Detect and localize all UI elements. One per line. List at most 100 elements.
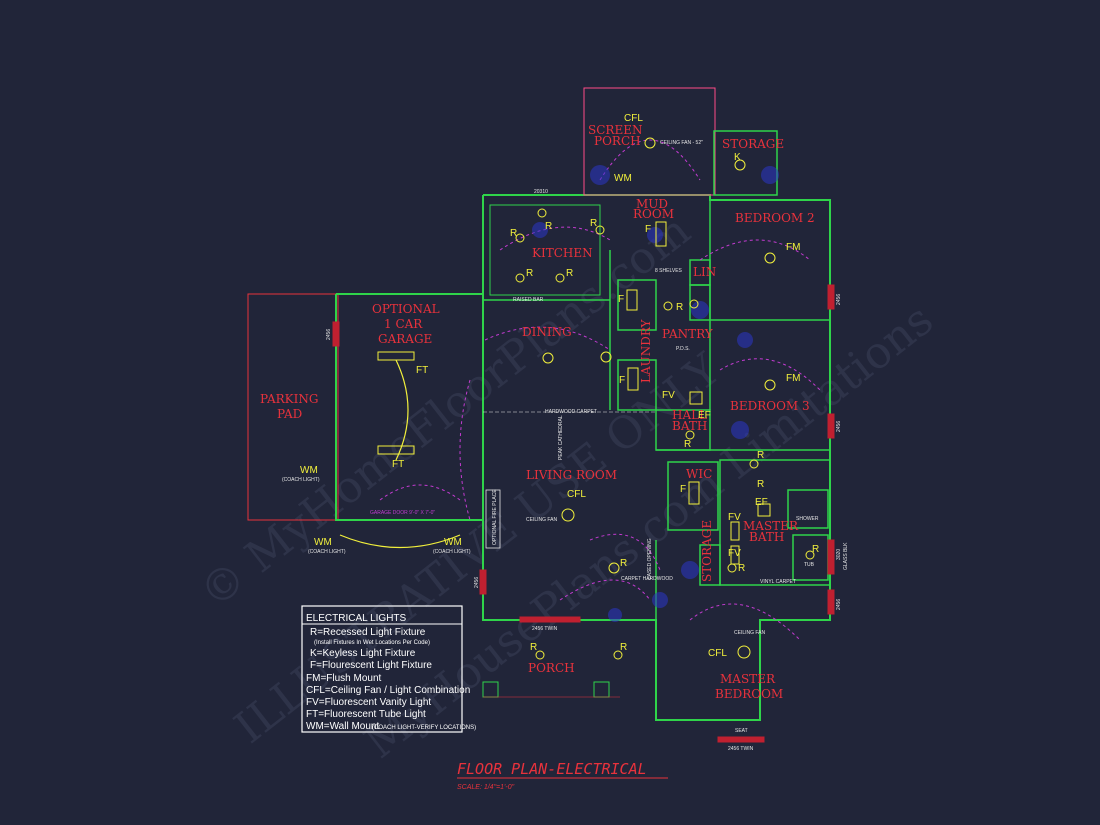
fixture-cfl-screen-porch: CFL	[624, 113, 643, 124]
label-screen-porch-2: PORCH	[594, 134, 641, 148]
label-laundry: LAUNDRY	[639, 318, 653, 383]
legend-r-note: (Install Fixtures In Wet Locations Per C…	[314, 640, 430, 646]
fixture-fv-hall-bath: FV	[662, 390, 675, 401]
label-optional-garage-1: OPTIONAL	[372, 302, 440, 316]
note-shelves: 8 SHELVES	[655, 268, 683, 274]
fixture-fv-master-bath-2: FV	[728, 548, 741, 559]
fixture-r-porch-1: R	[530, 642, 537, 653]
label-master-bath-1: MASTER	[743, 519, 799, 533]
label-bedroom-3: BEDROOM 3	[730, 399, 810, 413]
switch-wiring	[379, 139, 821, 641]
fixture-r-master-closet: R	[757, 479, 764, 490]
fixture-r-kitchen-3: R	[510, 228, 517, 239]
label-living-room: LIVING ROOM	[526, 468, 617, 482]
fixture-fm-bedroom-3: FM	[786, 373, 800, 384]
label-storage-2: STORAGE	[700, 520, 714, 582]
porch-post-right	[593, 681, 610, 698]
sheet-title: FLOOR PLAN-ELECTRICAL SCALE: 1/4"=1'-0"	[457, 760, 668, 791]
fixture-wm-garage-left: WM	[314, 537, 332, 548]
note-window-2456-garage: 2456	[326, 329, 332, 340]
note-coach-light-3: (COACH LIGHT)	[433, 549, 471, 555]
label-optional-garage-3: GARAGE	[378, 332, 432, 346]
note-peak-cathedral: PEAK CATHEDRAL	[558, 415, 564, 460]
label-hall-bath-2: BATH	[672, 419, 707, 433]
note-pds: P.D.S.	[676, 346, 690, 352]
fixture-r-pantry: R	[676, 302, 683, 313]
blue-glow-marks	[532, 165, 779, 622]
note-window-top: 20310	[534, 189, 548, 195]
note-hardwood-carpet: HARDWOOD CARPET	[545, 409, 597, 415]
fixture-f-wic: F	[680, 484, 686, 495]
note-window-2456-twin-master: 2456 TWIN	[728, 746, 754, 752]
fixture-k-storage: K	[734, 152, 741, 163]
label-linen: LIN	[693, 265, 716, 279]
fixture-ef-hall-bath: EF	[698, 410, 711, 421]
note-coach-light-1: (COACH LIGHT)	[282, 477, 320, 483]
label-kitchen: KITCHEN	[532, 246, 593, 260]
note-window-2456-twin-living: 2456 TWIN	[532, 626, 558, 632]
fixture-cfl-master-bedroom: CFL	[708, 648, 727, 659]
label-hall-bath-1: HALL	[672, 408, 707, 422]
label-pantry: PANTRY	[662, 327, 714, 341]
note-vinyl-carpet: VINYL CARPET	[760, 579, 796, 585]
legend-f: F=Flourescent Light Fixture	[310, 660, 432, 671]
legend-r: R=Recessed Light Fixture	[310, 627, 426, 638]
legend-fm: FM=Flush Mount	[306, 673, 382, 684]
fixture-r-kitchen-2: R	[590, 218, 597, 229]
fixture-ft-garage-2: FT	[392, 459, 404, 470]
label-wic: WIC	[686, 467, 712, 481]
fixture-r-porch-2: R	[620, 642, 627, 653]
room-labels: SCREEN PORCH STORAGE KITCHEN MUD ROOM BE…	[260, 123, 815, 701]
label-parking-pad-2: PAD	[277, 407, 302, 421]
parking-pad-outline	[247, 293, 339, 521]
note-window-2456-bedroom3: 2456	[836, 421, 842, 432]
fixture-r-wic-top: R	[757, 450, 764, 461]
fixture-ef-master-bath: EF	[755, 497, 768, 508]
walls	[335, 87, 831, 721]
garage-wiring	[395, 359, 409, 461]
note-cased-opening: CASED OPENING	[647, 538, 653, 580]
fixture-f-laundry: F	[619, 375, 625, 386]
fixture-wm-screen-porch: WM	[614, 173, 632, 184]
fixture-cfl-living: CFL	[567, 489, 586, 500]
legend-k: K=Keyless Light Fixture	[310, 648, 416, 659]
legend-ft: FT=Fluorescent Tube Light	[306, 709, 426, 720]
label-bedroom-2: BEDROOM 2	[735, 211, 815, 225]
electrical-legend: ELECTRICAL LIGHTS R=Recessed Light Fixtu…	[301, 605, 476, 733]
fixture-fm-bedroom-2: FM	[786, 242, 800, 253]
fixture-ft-garage-1: FT	[416, 365, 428, 376]
label-screen-porch-1: SCREEN	[588, 123, 642, 137]
label-mud-room-2: ROOM	[633, 207, 674, 221]
fixture-r-tub: R	[812, 544, 819, 555]
note-garage-door: GARAGE DOOR 9'-0" X 7'-0"	[370, 510, 435, 516]
note-window-3020: 3020	[836, 549, 842, 560]
note-optional-fireplace: OPTIONAL FIRE PLACE	[492, 489, 498, 545]
fixture-r-kitchen-4: R	[526, 268, 533, 279]
label-parking-pad-1: PARKING	[260, 392, 318, 406]
fixture-f-mud-room: F	[645, 224, 651, 235]
note-window-2456-bedroom2: 2456	[836, 294, 842, 305]
fixture-f-pantry: F	[618, 294, 624, 305]
fixture-r-kitchen-1: R	[545, 221, 552, 232]
note-seat: SEAT	[735, 728, 748, 734]
fixture-r-hall-bath: R	[684, 439, 691, 450]
note-coach-light-2: (COACH LIGHT)	[308, 549, 346, 555]
windows	[332, 284, 835, 743]
label-master-bedroom-1: MASTER	[720, 672, 776, 686]
label-master-bath-2: BATH	[749, 530, 784, 544]
fixture-labels: CFL K WM R R R R R F FM FT FT F R FM F F…	[300, 113, 819, 659]
fixture-wm-garage-right: WM	[444, 537, 462, 548]
fixture-fv-master-bath-1: FV	[728, 512, 741, 523]
label-dining: DINING	[522, 325, 572, 339]
fixture-wm-garage-side: WM	[300, 465, 318, 476]
legend-wm-note: (COACH LIGHT-VERIFY LOCATIONS)	[372, 725, 476, 731]
label-porch: PORCH	[528, 661, 575, 675]
note-shower: SHOWER	[796, 516, 819, 522]
drawing-notes: CEILING FAN - 52" RAISED BAR 8 SHELVES 2…	[282, 140, 849, 752]
legend-title: ELECTRICAL LIGHTS	[306, 613, 407, 624]
label-storage: STORAGE	[722, 137, 784, 151]
fixture-rectangles	[377, 221, 771, 565]
note-window-2456-living: 2456	[474, 577, 480, 588]
note-window-2456-master: 2456	[836, 599, 842, 610]
